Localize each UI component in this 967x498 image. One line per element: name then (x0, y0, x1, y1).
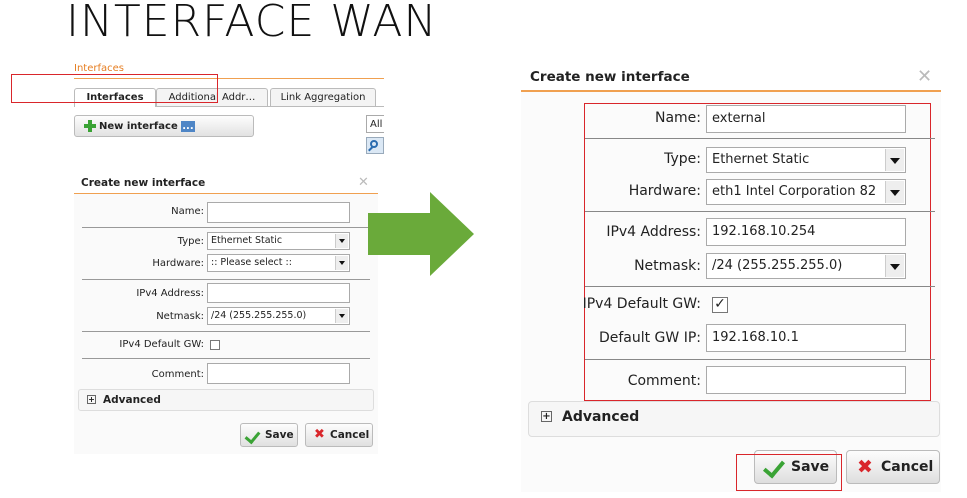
large-dialog-title: Create new interface (521, 64, 941, 92)
default-gw-ip-label: Default GW IP: (598, 330, 701, 346)
ipv4-input[interactable]: 192.168.10.254 (706, 218, 906, 246)
default-gw-checkbox[interactable]: ✓ (712, 297, 728, 313)
cancel-label: Cancel (881, 459, 934, 475)
breadcrumb-divider (74, 78, 384, 79)
save-label: Save (265, 429, 294, 441)
close-icon[interactable]: ✕ (917, 66, 933, 87)
netmask-label: Netmask: (156, 311, 204, 322)
name-label: Name: (654, 110, 701, 126)
netmask-value: /24 (255.255.255.0) (211, 310, 307, 321)
arrow-right-icon (368, 192, 474, 276)
checkmark-icon (244, 427, 261, 445)
netmask-value: /24 (255.255.255.0) (712, 258, 843, 273)
hardware-select[interactable]: :: Please select :: (207, 254, 350, 272)
hardware-select[interactable]: eth1 Intel Corporation 82 (706, 179, 906, 205)
advanced-section-toggle[interactable]: + Advanced (528, 401, 940, 437)
tab-link-aggregation[interactable]: Link Aggregation (270, 88, 376, 106)
default-gw-label: IPv4 Default GW: (119, 339, 204, 350)
hardware-label: Hardware: (628, 183, 701, 199)
search-icon (370, 140, 378, 148)
type-label: Type: (664, 151, 701, 167)
comment-label: Comment: (151, 369, 204, 380)
divider (585, 359, 935, 360)
hardware-value: :: Please select :: (211, 257, 292, 268)
save-button[interactable]: Save (240, 423, 298, 447)
chevron-down-icon (335, 309, 348, 323)
divider (82, 358, 370, 359)
divider (585, 211, 935, 212)
breadcrumb[interactable]: Interfaces (74, 63, 124, 74)
highlight-box-tabs (11, 74, 218, 103)
search-button[interactable] (366, 137, 384, 154)
tab-additional-addresses[interactable]: Additional Addr… (156, 88, 268, 106)
save-button[interactable]: Save (754, 450, 837, 484)
advanced-label: Advanced (562, 409, 640, 425)
cancel-button[interactable]: ✖ Cancel (305, 423, 373, 447)
ipv4-input[interactable] (207, 283, 350, 303)
tab-label: Link Aggregation (280, 92, 366, 103)
ipv4-label: IPv4 Address: (606, 224, 701, 240)
highlight-box-fields (584, 103, 931, 401)
divider (82, 279, 370, 280)
type-select[interactable]: Ethernet Static (207, 232, 350, 250)
advanced-label: Advanced (103, 394, 161, 406)
divider (585, 286, 935, 287)
close-icon[interactable]: ✕ (358, 175, 369, 190)
chevron-down-icon (885, 149, 904, 171)
name-input[interactable] (207, 202, 350, 223)
new-interface-label: New interface (99, 121, 178, 132)
expand-icon: + (87, 395, 96, 404)
comment-input[interactable] (207, 363, 350, 384)
hardware-value: eth1 Intel Corporation 82 (712, 184, 877, 199)
netmask-select[interactable]: /24 (255.255.255.0) (706, 253, 906, 279)
type-select[interactable]: Ethernet Static (706, 147, 906, 173)
ipv4-label: IPv4 Address: (136, 288, 204, 299)
tab-label: Additional Addr… (168, 92, 256, 103)
chevron-down-icon (885, 255, 904, 277)
default-gw-ip-input[interactable]: 192.168.10.1 (706, 324, 906, 352)
advanced-section-toggle[interactable]: + Advanced (78, 389, 374, 411)
plus-icon (83, 119, 97, 133)
comment-input[interactable] (706, 366, 906, 394)
cancel-icon: ✖ (857, 456, 873, 478)
chevron-down-icon (335, 256, 348, 270)
filter-select[interactable]: All (366, 115, 384, 133)
type-value: Ethernet Static (211, 235, 283, 246)
slide-title: INTERFACE WAN (66, 0, 438, 47)
default-gw-label: IPv4 Default GW: (582, 296, 701, 312)
divider (82, 331, 370, 332)
small-dialog-title: Create new interface (74, 172, 378, 194)
cancel-button[interactable]: ✖ Cancel (846, 450, 940, 484)
chevron-down-icon (885, 181, 904, 203)
cancel-label: Cancel (330, 429, 370, 441)
netmask-label: Netmask: (634, 258, 701, 274)
divider (82, 227, 370, 228)
new-interface-button[interactable]: New interface ... (74, 115, 254, 137)
name-input[interactable]: external (706, 105, 906, 133)
hardware-label: Hardware: (152, 258, 204, 269)
netmask-select[interactable]: /24 (255.255.255.0) (207, 307, 350, 325)
new-interface-ellipsis: ... (181, 121, 195, 132)
comment-label: Comment: (627, 373, 701, 389)
chevron-down-icon (335, 234, 348, 248)
checkmark-icon: ✓ (714, 296, 726, 312)
type-label: Type: (177, 236, 204, 247)
name-label: Name: (171, 206, 204, 217)
default-gw-checkbox[interactable] (210, 340, 220, 350)
divider (585, 138, 935, 139)
tab-label: Interfaces (86, 92, 144, 103)
cancel-icon: ✖ (314, 427, 325, 442)
save-label: Save (791, 459, 830, 475)
type-value: Ethernet Static (712, 152, 810, 167)
expand-icon: + (541, 411, 552, 422)
highlight-box-save (736, 454, 842, 491)
